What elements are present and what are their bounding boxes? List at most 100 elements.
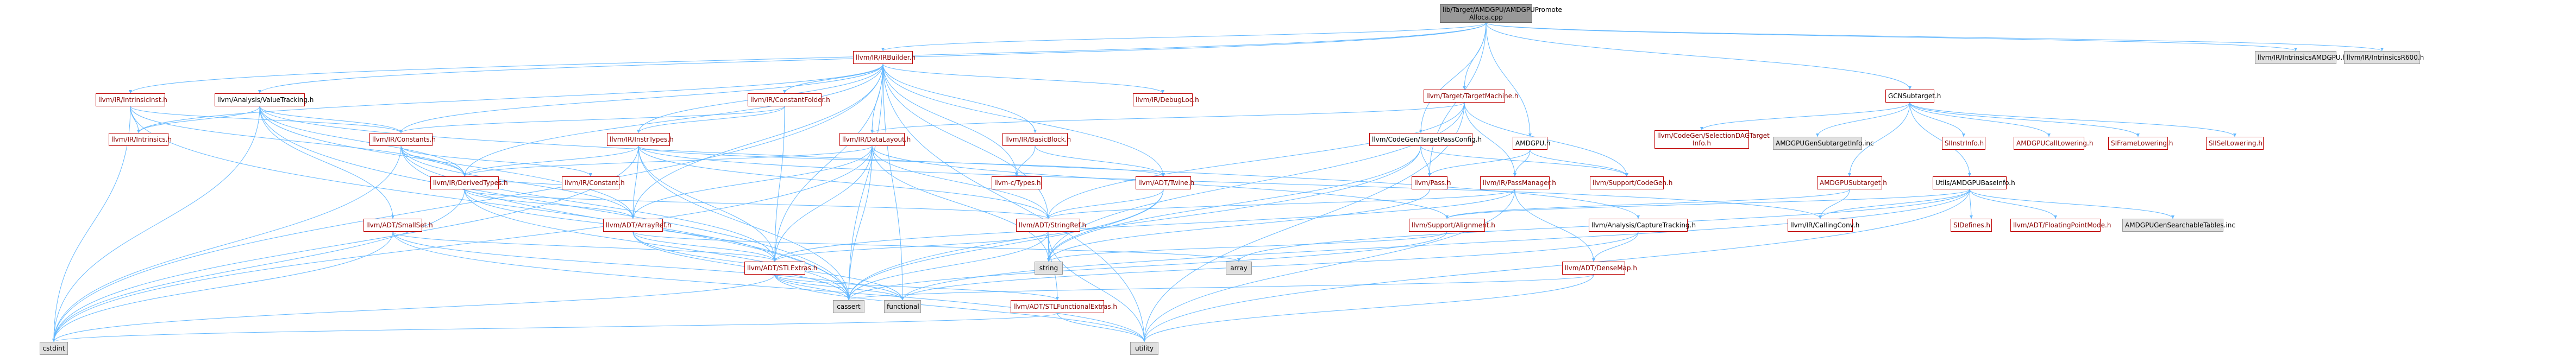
dependency-edge	[1909, 102, 1971, 177]
dependency-edge	[1047, 102, 1465, 262]
dependency-edge	[882, 63, 1050, 219]
graph-node-functional: functional	[884, 300, 921, 313]
dependency-edge	[1420, 145, 1628, 177]
dependency-edge	[1143, 189, 1970, 342]
dependency-edge	[632, 231, 850, 301]
dependency-edge	[847, 145, 873, 301]
dependency-edge	[52, 106, 131, 342]
graph-node-amdgpubaseinfo[interactable]: Utils/AMDGPUBaseInfo.h	[1933, 176, 2015, 189]
graph-node-sidefines[interactable]: SIDefines.h	[1951, 219, 1992, 232]
graph-node-pass[interactable]: llvm/Pass.h	[1412, 176, 1451, 189]
graph-node-deriveddtypes[interactable]: llvm/IR/DerivedTypes.h	[430, 176, 508, 189]
dependency-edge	[464, 189, 635, 219]
dependency-edge	[1046, 102, 1465, 219]
dependency-edge	[882, 63, 1018, 177]
dependency-edge	[463, 145, 639, 177]
graph-node-irconstant[interactable]: llvm/IR/Constant.h	[562, 176, 625, 189]
graph-node-siinstrinfo[interactable]: SIInstrInfo.h	[1942, 137, 1985, 150]
dependency-edge	[52, 106, 260, 342]
dependency-edge	[901, 189, 1970, 301]
dependency-edge	[847, 189, 1164, 301]
graph-node-debugloc[interactable]: llvm/IR/DebugLoc.h	[1133, 93, 1199, 106]
dependency-edge	[773, 63, 883, 262]
graph-node-passmanager[interactable]: llvm/IR/PassManager.h	[1480, 176, 1556, 189]
graph-node-datalayout[interactable]: llvm/IR/DataLayout.h	[839, 133, 911, 146]
dependency-edge	[847, 63, 883, 301]
graph-node-ctypes[interactable]: llvm-c/Types.h	[992, 176, 1042, 189]
dependency-edge	[130, 106, 403, 134]
graph-node-valuetracking[interactable]: llvm/Analysis/ValueTracking.h	[215, 93, 314, 106]
graph-node-instrtypes[interactable]: llvm/IR/InstrTypes.h	[607, 133, 674, 146]
dependency-edge	[637, 106, 785, 134]
graph-node-constantfolder[interactable]: llvm/IR/ConstantFolder.h	[748, 93, 830, 106]
dependency-edge	[631, 63, 883, 219]
dependency-edge	[259, 106, 394, 219]
dependency-edge	[773, 189, 1515, 262]
dependency-edge	[137, 63, 883, 134]
dependency-edge	[52, 145, 639, 342]
dependency-edge	[1530, 149, 1628, 177]
dependency-edge	[774, 274, 904, 301]
graph-node-stringref[interactable]: llvm/ADT/StringRef.h	[1016, 219, 1086, 232]
dependency-edge	[1047, 231, 1447, 262]
graph-node-floatingpointmode[interactable]: llvm/ADT/FloatingPointMode.h	[2010, 219, 2111, 232]
dependency-edge	[1909, 102, 1965, 137]
dependency-edge	[52, 274, 775, 342]
graph-node-irconstants[interactable]: llvm/IR/Constants.h	[369, 133, 436, 146]
dependency-edge	[774, 274, 1059, 301]
graph-node-root[interactable]: lib/Target/AMDGPU/AMDGPUPromote Alloca.c…	[1440, 4, 1562, 23]
graph-node-stlfunctionalextras[interactable]: llvm/ADT/STLFunctionalExtras.h	[1011, 300, 1117, 313]
dependency-edge	[52, 313, 1058, 342]
dependency-edge	[870, 102, 1465, 134]
dependency-edge	[259, 106, 403, 134]
graph-node-supportcodegen[interactable]: llvm/Support/CodeGen.h	[1590, 176, 1672, 189]
graph-node-callingconv[interactable]: llvm/IR/CallingConv.h	[1788, 219, 1859, 232]
dependency-edge	[774, 274, 1146, 342]
dependency-edge	[399, 63, 883, 134]
graph-node-targetpassconfig[interactable]: llvm/CodeGen/TargetPassConfig.h	[1369, 133, 1482, 146]
graph-node-cassert: cassert	[833, 300, 864, 313]
graph-node-capturetracking[interactable]: llvm/Analysis/CaptureTracking.h	[1589, 219, 1696, 232]
dependency-edge	[1486, 22, 2384, 52]
dependency-edge	[847, 231, 1049, 301]
graph-node-basicblock[interactable]: llvm/IR/BasicBlock.h	[1002, 133, 1071, 146]
dependency-edge	[1909, 102, 2140, 137]
graph-node-twine[interactable]: llvm/ADT/Twine.h	[1136, 176, 1194, 189]
graph-node-arrayref[interactable]: llvm/ADT/ArrayRef.h	[603, 219, 672, 232]
graph-node-cstdint: cstdint	[40, 342, 68, 355]
graph-node-supportalignment[interactable]: llvm/Support/Alignment.h	[1409, 219, 1495, 232]
graph-node-amdgpusubtarget[interactable]: AMDGPUSubtarget.h	[1817, 176, 1887, 189]
graph-node-siframelowering[interactable]: SIFrameLowering.h	[2108, 137, 2173, 150]
graph-node-amdgpucalllowering[interactable]: AMDGPUCallLowering.h	[2014, 137, 2093, 150]
graph-node-smallset[interactable]: llvm/ADT/SmallSet.h	[363, 219, 433, 232]
dependency-edge	[638, 145, 1822, 219]
graph-node-irbuilder[interactable]: llvm/IR/IRBuilder.h	[853, 51, 916, 64]
graph-node-stlextras[interactable]: llvm/ADT/STLExtras.h	[744, 262, 817, 275]
graph-node-gcnsubtarget[interactable]: GCNSubtarget.h	[1885, 90, 1941, 103]
dependency-edge	[1419, 22, 1487, 134]
dependency-edge	[882, 63, 1037, 134]
dependency-edge	[52, 145, 873, 342]
dependency-edge	[463, 145, 873, 177]
dependency-edge	[130, 106, 850, 301]
dependency-edge	[1046, 189, 1164, 219]
dependency-edge	[1047, 145, 1421, 262]
dependency-edge	[901, 231, 1639, 301]
dependency-edge	[392, 231, 904, 301]
graph-node-targetmachine[interactable]: llvm/Target/TargetMachine.h	[1424, 90, 1518, 103]
dependency-edge	[399, 106, 785, 134]
graph-node-irintrinsics[interactable]: llvm/IR/Intrinsics.h	[109, 133, 172, 146]
dependency-edge	[638, 145, 1165, 177]
graph-node-siisellowering[interactable]: SIISelLowering.h	[2206, 137, 2264, 150]
dependency-edge	[52, 63, 883, 342]
dependency-edge	[463, 63, 883, 177]
dependency-edge	[1143, 102, 1465, 342]
dependency-edge	[1969, 189, 2057, 219]
graph-node-amdgpuh[interactable]: AMDGPU.h	[1513, 137, 1551, 150]
dependency-edge	[638, 145, 776, 262]
graph-node-codegenselectiondag[interactable]: llvm/CodeGen/SelectionDAGTarget Info.h	[1654, 130, 1770, 149]
graph-node-intrinsicinst[interactable]: llvm/IR/IntrinsicInst.h	[96, 93, 167, 106]
graph-node-intrinsicsr600: llvm/IR/IntrinsicsR600.h	[2344, 51, 2424, 64]
dependency-edge	[638, 145, 850, 301]
graph-node-densemap[interactable]: llvm/ADT/DenseMap.h	[1562, 262, 1637, 275]
